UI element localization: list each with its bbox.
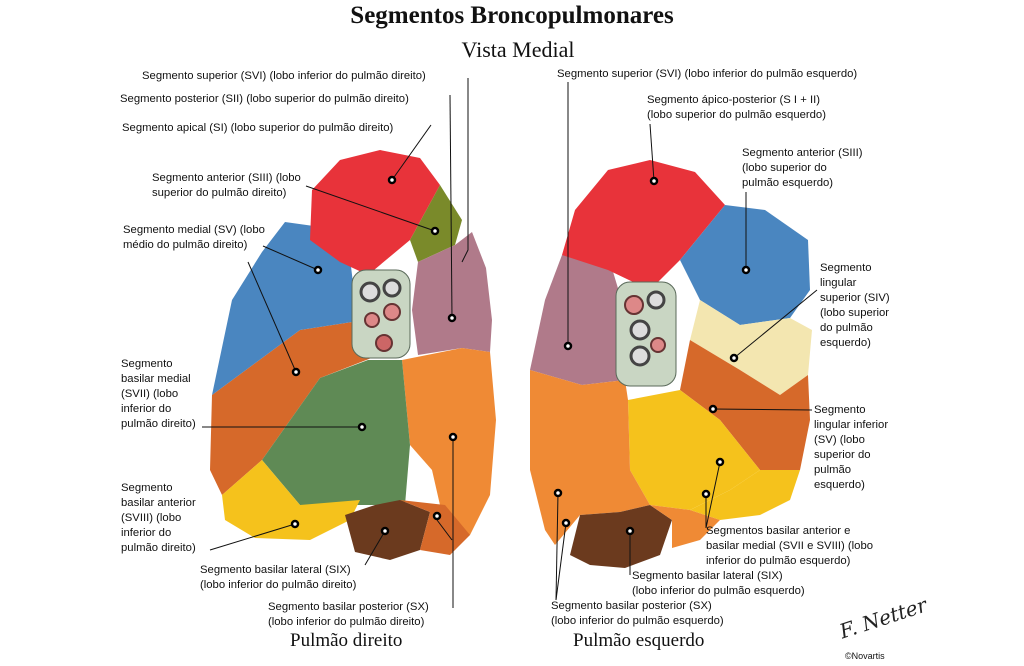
label-right-sii: Segmento posterior (SII) (lobo superior …: [120, 93, 409, 105]
label-line: pulmão direito): [121, 542, 196, 554]
left-yellow-b: [690, 470, 800, 520]
label-left-siii: Segmento anterior (SIII) (lobo superior …: [742, 146, 863, 191]
label-line: inferior do: [121, 527, 172, 539]
label-line: (lobo inferior do pulmão esquerdo): [551, 615, 724, 627]
label-line: esquerdo): [820, 337, 871, 349]
label-left-svii-viii: Segmentos basilar anterior e basilar med…: [706, 524, 873, 569]
label-line: esquerdo): [814, 479, 865, 491]
label-line: superior do pulmão direito): [152, 187, 287, 199]
label-line: Segmento ápico-posterior (S I + II): [647, 94, 820, 106]
label-right-svi: Segmento superior (SVI) (lobo inferior d…: [142, 70, 426, 82]
label-line: lingular inferior: [814, 419, 889, 431]
label-line: inferior do: [121, 403, 172, 415]
label-line: (lobo superior do: [742, 162, 827, 174]
label-line: Segmento basilar posterior (SX): [551, 600, 712, 612]
left-six: [570, 505, 672, 568]
left-svi: [530, 255, 625, 385]
right-lung: [210, 150, 496, 560]
label-line: (SVIII) (lobo: [121, 512, 182, 524]
segment-dots: [290, 175, 751, 536]
label-line: superior (SIV): [820, 292, 890, 304]
label-right-sv: Segmento medial (SV) (lobo médio do pulm…: [123, 223, 265, 253]
label-line: inferior do pulmão esquerdo): [706, 555, 851, 567]
label-line: pulmão esquerdo): [742, 177, 834, 189]
label-line: (lobo inferior do pulmão esquerdo): [632, 585, 805, 597]
label-line: basilar medial: [121, 373, 191, 385]
label-line: do pulmão: [820, 322, 873, 334]
label-right-siii: Segmento anterior (SIII) (lobo superior …: [152, 171, 301, 201]
label-line: (lobo superior do pulmão esquerdo): [647, 109, 826, 121]
figure-title: Segmentos Broncopulmonares: [350, 2, 674, 29]
label-line: pulmão: [814, 464, 852, 476]
right-svii: [210, 318, 392, 495]
left-sv: [680, 340, 810, 470]
label-line: (lobo inferior do pulmão direito): [200, 579, 357, 591]
label-left-svi: Segmento superior (SVI) (lobo inferior d…: [557, 68, 858, 80]
label-line: Segmento: [121, 482, 173, 494]
right-svii-green: [262, 360, 410, 505]
label-left-si-ii: Segmento ápico-posterior (S I + II) (lob…: [647, 93, 826, 123]
label-line: pulmão direito): [121, 418, 196, 430]
label-line: basilar anterior: [121, 497, 196, 509]
label-line: Segmento basilar lateral (SIX): [200, 564, 351, 576]
left-sx: [530, 370, 650, 545]
right-si: [310, 150, 440, 275]
figure-subtitle: Vista Medial: [461, 37, 575, 62]
caption-right-lung: Pulmão direito: [290, 630, 403, 651]
right-sx: [402, 348, 496, 535]
right-sv: [212, 222, 378, 395]
left-lung: [530, 160, 812, 568]
label-line: superior do: [814, 449, 871, 461]
caption-left-lung: Pulmão esquerdo: [573, 630, 705, 651]
label-right-si: Segmento apical (SI) (lobo superior do p…: [122, 122, 394, 134]
label-line: lingular: [820, 277, 857, 289]
label-right-six: Segmento basilar lateral (SIX) (lobo inf…: [200, 563, 356, 593]
label-line: Segmento: [814, 404, 866, 416]
label-line: (SVII) (lobo: [121, 388, 179, 400]
label-line: Segmento medial (SV) (lobo: [123, 224, 265, 236]
label-line: Segmento basilar lateral (SIX): [632, 570, 783, 582]
label-line: médio do pulmão direito): [123, 239, 248, 251]
left-si-ii: [562, 160, 725, 290]
label-line: Segmento anterior (SIII) (lobo: [152, 172, 301, 184]
label-line: Segmento basilar posterior (SX): [268, 601, 429, 613]
label-left-siv: Segmento lingular superior (SIV) (lobo s…: [820, 261, 890, 351]
label-left-sx: Segmento basilar posterior (SX) (lobo in…: [551, 599, 724, 629]
left-yellow: [628, 390, 760, 510]
label-line: (SV) (lobo: [814, 434, 865, 446]
right-sviii: [222, 460, 360, 540]
left-siii: [680, 205, 810, 325]
left-siv: [690, 300, 812, 395]
label-line: Segmento: [121, 358, 173, 370]
copyright-notice: ©Novartis: [845, 651, 885, 661]
right-siii: [410, 185, 462, 262]
label-line: (lobo inferior do pulmão direito): [268, 616, 425, 628]
label-left-sv: Segmento lingular inferior (SV) (lobo su…: [814, 403, 888, 493]
label-line: basilar medial (SVII e SVIII) (lobo: [706, 540, 874, 552]
left-base-orange: [650, 505, 720, 548]
label-line: Segmento: [820, 262, 872, 274]
label-right-svii: Segmento basilar medial (SVII) (lobo inf…: [121, 357, 196, 432]
label-line: Segmento anterior (SIII): [742, 147, 863, 159]
label-left-six: Segmento basilar lateral (SIX) (lobo inf…: [632, 569, 805, 599]
leader-lines: [202, 78, 818, 608]
label-right-sviii: Segmento basilar anterior (SVIII) (lobo …: [121, 481, 196, 556]
label-right-sx: Segmento basilar posterior (SX) (lobo in…: [268, 600, 429, 630]
label-line: Segmentos basilar anterior e: [706, 525, 851, 537]
label-line: (lobo superior: [820, 307, 890, 319]
